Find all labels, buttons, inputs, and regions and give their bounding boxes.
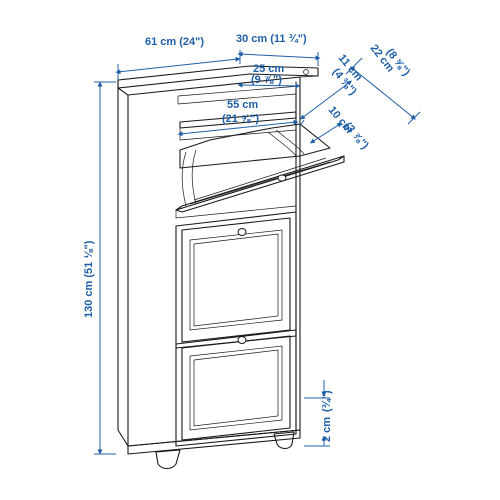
cabinet-top: [117, 65, 319, 89]
dimension-lines: [94, 50, 421, 455]
drawer-knob: [237, 228, 247, 236]
cabinet-foot-right: [273, 431, 295, 450]
label-height: 130 cm (51 ⅛"): [83, 240, 95, 318]
cabinet-drawing: [117, 65, 345, 470]
cabinet-front-frame: [127, 76, 301, 447]
dim-shelf-depth-line: [237, 82, 301, 89]
label-foot-height-in: (¾"): [321, 390, 333, 412]
cabinet-foot-front: [155, 449, 181, 470]
bottom-drawer: [175, 329, 297, 447]
dim-open-depth-line: [350, 66, 416, 120]
dim-compartment-line: [300, 80, 352, 120]
label-inner-width-in: (21 ⅝"): [222, 113, 259, 125]
cabinet-side-panel: [117, 87, 129, 447]
label-compartment-depth-b-in: (3 ⅞"): [342, 120, 371, 152]
dim-inner-width-line: [177, 119, 299, 137]
drawer-knob: [237, 336, 247, 344]
drawer-knob: [277, 174, 287, 182]
label-depth: 30 cm (11 ¾"): [236, 33, 307, 45]
dimension-labels: 61 cm (24") 30 cm (11 ¾") 25 cm (9 ⅞") 5…: [83, 33, 412, 442]
middle-drawer: [175, 211, 297, 349]
label-foot-height: 2 cm: [321, 417, 333, 442]
label-inner-width: 55 cm: [227, 99, 258, 111]
label-width: 61 cm (24"): [145, 36, 204, 48]
label-shelf-depth-in: (9 ⅞"): [251, 74, 282, 86]
label-shelf-depth: 25 cm: [253, 63, 284, 75]
dim-width-line: [115, 56, 241, 75]
cabinet-plinth: [127, 429, 301, 455]
open-compartment-tray: [179, 123, 331, 169]
dim-depth-line: [237, 51, 321, 61]
dim-compartment-b-line: [309, 122, 343, 144]
